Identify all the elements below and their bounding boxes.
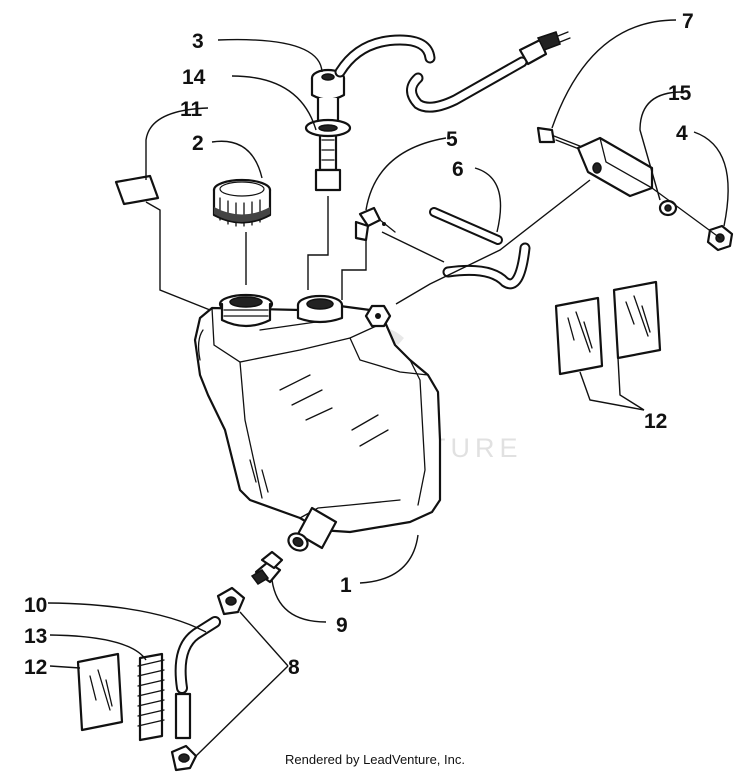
callout-15: 15 <box>668 82 692 105</box>
callout-1: 1 <box>340 574 352 597</box>
leader-lines <box>47 19 729 757</box>
callout-7: 7 <box>682 10 694 33</box>
gauge-wire-harness <box>334 31 571 113</box>
vent-hose <box>429 207 531 290</box>
callout-9: 9 <box>336 614 348 637</box>
callout-13: 13 <box>24 625 47 648</box>
decal-small <box>114 174 160 206</box>
callout-2: 2 <box>192 132 204 155</box>
fuel-tank <box>193 293 442 552</box>
callout-numbers: 3 14 11 2 5 6 7 15 4 12 1 9 8 10 13 12 <box>24 10 694 679</box>
decal-pair-right <box>554 280 662 376</box>
callout-14: 14 <box>182 66 206 89</box>
outlet-fitting <box>250 550 284 585</box>
callout-6: 6 <box>452 158 464 181</box>
mounting-bracket <box>576 136 654 198</box>
tank-filler-neck <box>218 293 274 328</box>
render-credit: Rendered by LeadVenture, Inc. <box>285 752 465 767</box>
fuel-line <box>174 616 221 740</box>
callout-10: 10 <box>24 594 47 617</box>
tank-secondary-neck <box>296 294 344 324</box>
tank-outlet-spout <box>287 506 338 552</box>
callout-12-right: 12 <box>644 410 667 433</box>
callout-4: 4 <box>676 122 688 145</box>
callout-11: 11 <box>180 98 203 121</box>
callout-3: 3 <box>192 30 204 53</box>
callout-8: 8 <box>288 656 300 679</box>
callout-12-left: 12 <box>24 656 47 679</box>
hose-clamp-upper <box>216 586 246 616</box>
decal-left <box>76 652 124 732</box>
sender-grommet <box>304 118 352 138</box>
callout-5: 5 <box>446 128 458 151</box>
hose-clamp-lower <box>170 744 198 772</box>
washer <box>658 199 678 217</box>
filler-cap <box>212 178 272 227</box>
fuel-filter-spring <box>137 652 165 742</box>
